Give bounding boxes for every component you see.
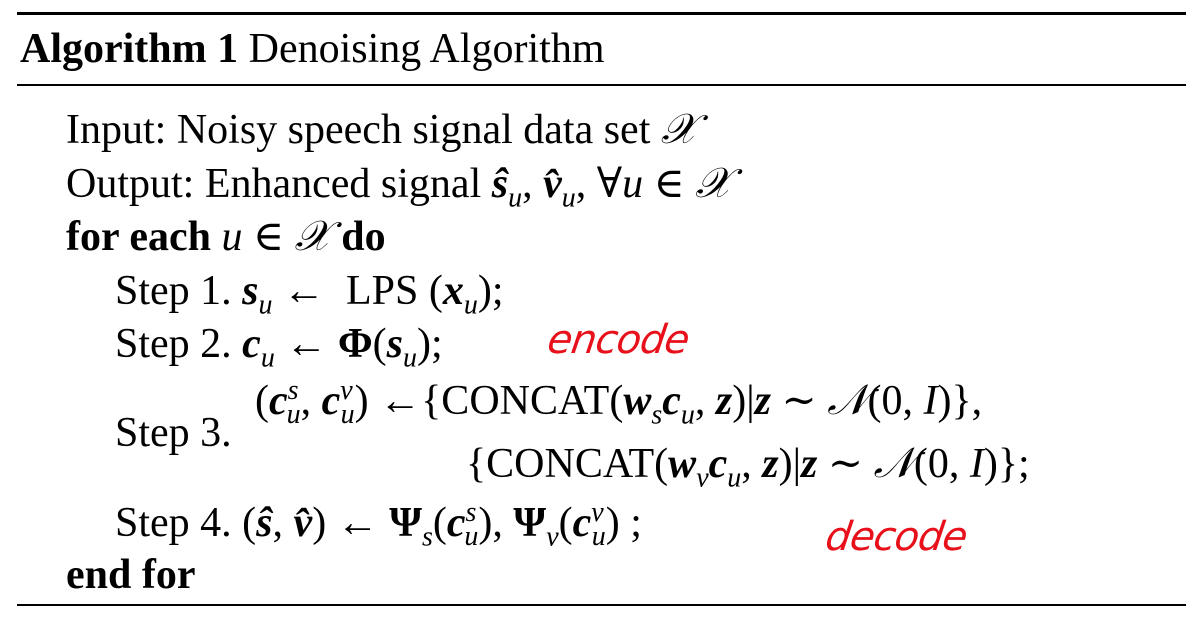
input-text: Input: Noisy speech signal data set [66, 107, 651, 153]
end-for-line: end for [66, 550, 196, 600]
input-line: Input: Noisy speech signal data set 𝒳 [66, 104, 697, 155]
do-keyword: do [341, 214, 386, 260]
header-rule [17, 84, 1186, 86]
for-line: for each u ∈ 𝒳 do [66, 211, 386, 260]
end-for-keyword: end for [66, 552, 196, 598]
step-3: Step 3. [115, 408, 232, 458]
algorithm-caption: Algorithm 1 Denoising Algorithm [20, 24, 605, 74]
step-1-label: Step 1. [115, 268, 232, 314]
output-text: Output: Enhanced signal [66, 161, 482, 207]
step-3-line-2: {CONCAT(wvcu, z)|z ∼ 𝒩(0, I)}; [466, 438, 1030, 494]
decode-annotation: decode [822, 514, 970, 560]
bottom-rule [17, 604, 1186, 606]
step-4: Step 4. (ŝ, v̂) ← Ψs(csu), Ψv(cvu) ; [115, 497, 642, 553]
output-line: Output: Enhanced signal ŝu, v̂u, ∀u ∈ 𝒳 [66, 158, 732, 214]
algorithm-label: Algorithm 1 [20, 26, 239, 72]
step-1: Step 1. su ← LPS (xu); [115, 268, 504, 321]
algorithm-title: Denoising Algorithm [248, 26, 605, 72]
for-keyword: for each [66, 214, 212, 260]
step-3-line-1: (csu, cvu) ←{CONCAT(wscu, z)|z ∼ 𝒩(0, I)… [255, 375, 983, 431]
step-4-label: Step 4. [115, 500, 232, 546]
step-2-label: Step 2. [115, 321, 232, 367]
dataset-symbol: 𝒳 [660, 104, 697, 153]
step-3-label: Step 3. [115, 410, 232, 456]
step-2: Step 2. cu ← Φ(su); [115, 321, 443, 374]
encode-annotation: encode [544, 317, 692, 363]
top-rule [17, 12, 1186, 15]
